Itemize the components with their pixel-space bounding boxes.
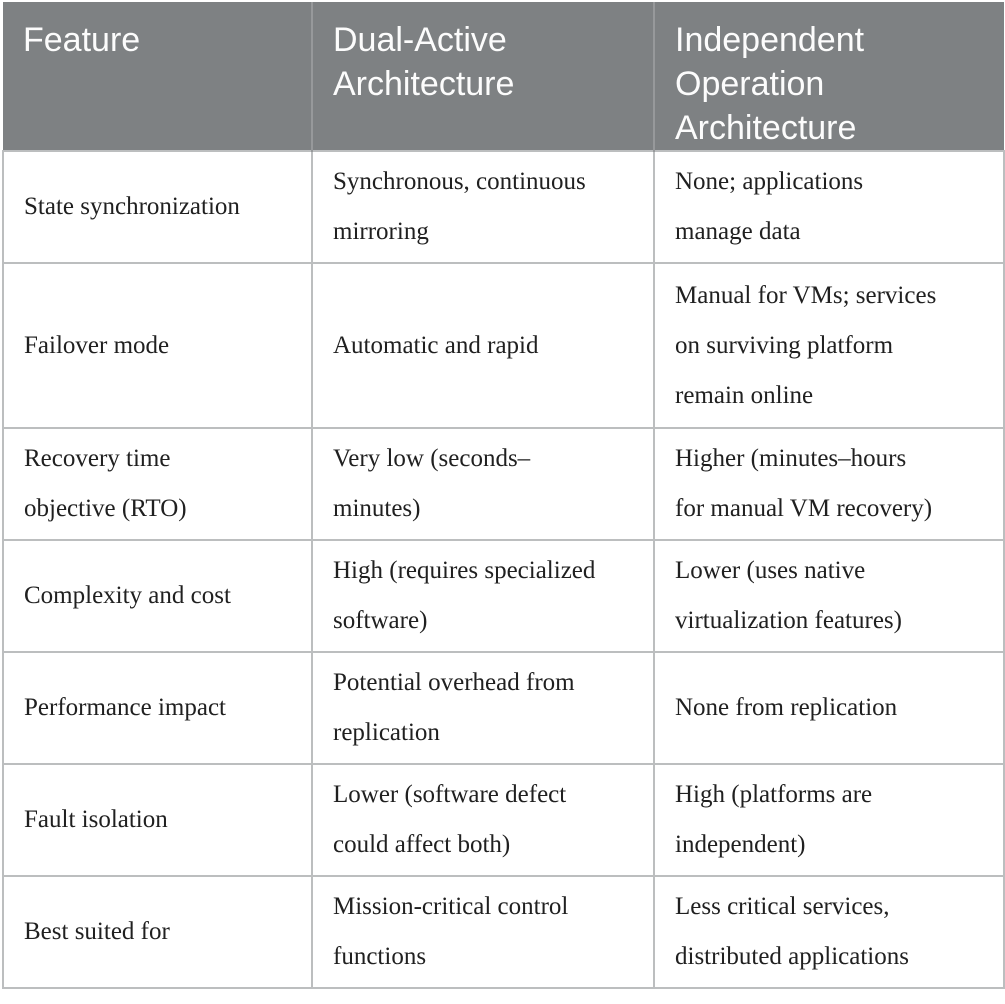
independent-cell: High (platforms are independent)	[653, 763, 1005, 877]
feature-cell: Fault isolation	[2, 763, 313, 877]
dual-active-cell: Mission-critical control functions	[311, 875, 655, 989]
dual-active-cell: Synchronous, continuous mirroring	[311, 150, 655, 264]
independent-cell: Less critical services, distributed appl…	[653, 875, 1005, 989]
feature-cell: Failover mode	[2, 262, 313, 429]
feature-cell: Complexity and cost	[2, 539, 313, 653]
table-row-best-suited-for: Best suited for Mission-critical control…	[2, 875, 1005, 989]
independent-cell: Manual for VMs; services on surviving pl…	[653, 262, 1005, 429]
feature-cell: Performance impact	[2, 651, 313, 765]
column-header-feature: Feature	[3, 2, 313, 151]
dual-active-cell: Lower (software defect could affect both…	[311, 763, 655, 877]
feature-cell: Recovery time objective (RTO)	[2, 427, 313, 541]
independent-cell: None from replication	[653, 651, 1005, 765]
table-row-recovery-time-objective: Recovery time objective (RTO) Very low (…	[2, 427, 1005, 541]
column-header-independent: Independent Operation Architecture	[654, 2, 1004, 151]
table-row-performance-impact: Performance impact Potential overhead fr…	[2, 651, 1005, 765]
table-row-state-synchronization: State synchronization Synchronous, conti…	[2, 150, 1005, 264]
independent-cell: None; applications manage data	[653, 150, 1005, 264]
dual-active-cell: Automatic and rapid	[311, 262, 655, 429]
table-row-complexity-and-cost: Complexity and cost High (requires speci…	[2, 539, 1005, 653]
table-row-failover-mode: Failover mode Automatic and rapid Manual…	[2, 262, 1005, 429]
table-row-fault-isolation: Fault isolation Lower (software defect c…	[2, 763, 1005, 877]
independent-cell: Higher (minutes–hours for manual VM reco…	[653, 427, 1005, 541]
header-row: Feature Dual-Active Architecture Indepen…	[3, 2, 1004, 151]
dual-active-cell: High (requires specialized software)	[311, 539, 655, 653]
dual-active-cell: Potential overhead from replication	[311, 651, 655, 765]
feature-cell: Best suited for	[2, 875, 313, 989]
independent-cell: Lower (uses native virtualization featur…	[653, 539, 1005, 653]
feature-cell: State synchronization	[2, 150, 313, 264]
column-header-dual-active: Dual-Active Architecture	[312, 2, 655, 151]
dual-active-cell: Very low (seconds– minutes)	[311, 427, 655, 541]
